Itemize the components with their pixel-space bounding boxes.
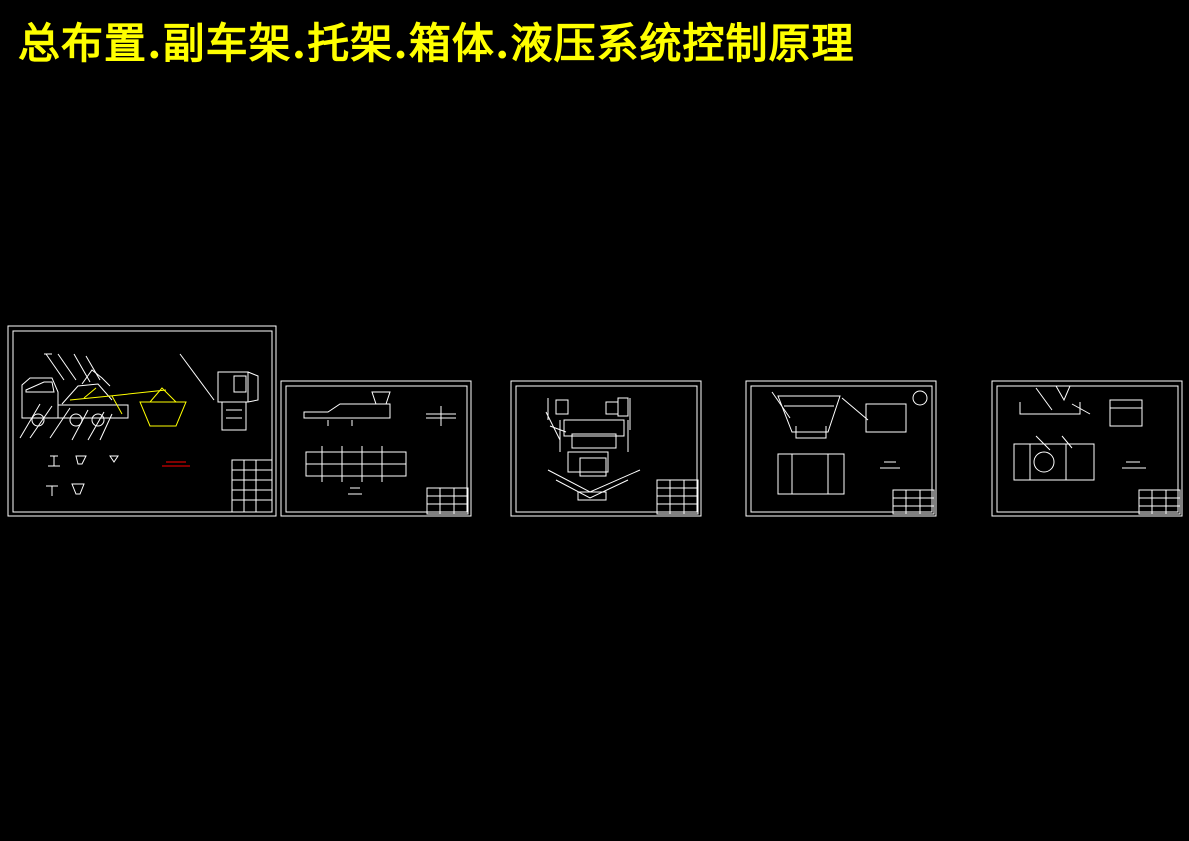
- sheet-container-body[interactable]: [745, 380, 937, 517]
- view-label: [1122, 461, 1146, 469]
- sheet-general-arrangement[interactable]: [7, 325, 277, 517]
- sheet-border-inner: [12, 330, 273, 513]
- view-label: [880, 461, 900, 469]
- title-block: [426, 487, 469, 515]
- sheet-border-inner: [996, 385, 1179, 513]
- sub-frame-side-view: [303, 385, 391, 426]
- sheet-border-inner: [285, 385, 468, 513]
- truck-side-view: [19, 353, 129, 441]
- hydraulic-side-view: [1019, 385, 1091, 415]
- sheet-hydraulic-system[interactable]: [991, 380, 1183, 517]
- sheet-bracket[interactable]: [510, 380, 702, 517]
- sheet-border-outer: [280, 380, 472, 517]
- container-plan-view: [777, 453, 845, 495]
- hydraulic-end-view: [1109, 399, 1143, 427]
- container-side-view: [771, 391, 841, 439]
- title-block: [231, 459, 273, 513]
- title-block: [656, 479, 699, 515]
- sub-frame-plan-view: [305, 446, 407, 482]
- bracket-assembly: [545, 397, 641, 501]
- title-block: [892, 489, 935, 515]
- sheet-border-outer: [991, 380, 1183, 517]
- hydraulic-plan-view: [1013, 435, 1095, 481]
- red-note-block: [162, 461, 190, 467]
- drawing-set-title: 总布置.副车架.托架.箱体.液压系统控制原理: [18, 19, 855, 68]
- sheet-border-outer: [7, 325, 277, 517]
- sheet-border-outer: [510, 380, 702, 517]
- sheet-border-inner: [515, 385, 698, 513]
- sub-frame-section: [426, 406, 456, 426]
- container-end-view: [841, 390, 928, 433]
- truck-rear-view: [179, 353, 259, 431]
- lifting-arm-highlight: [69, 387, 187, 427]
- title-block: [1138, 489, 1181, 515]
- sheet-sub-frame[interactable]: [280, 380, 472, 517]
- sheet-border-outer: [745, 380, 937, 517]
- sheet-border-inner: [750, 385, 933, 513]
- view-label: [348, 487, 362, 495]
- detail-symbols: [46, 455, 119, 496]
